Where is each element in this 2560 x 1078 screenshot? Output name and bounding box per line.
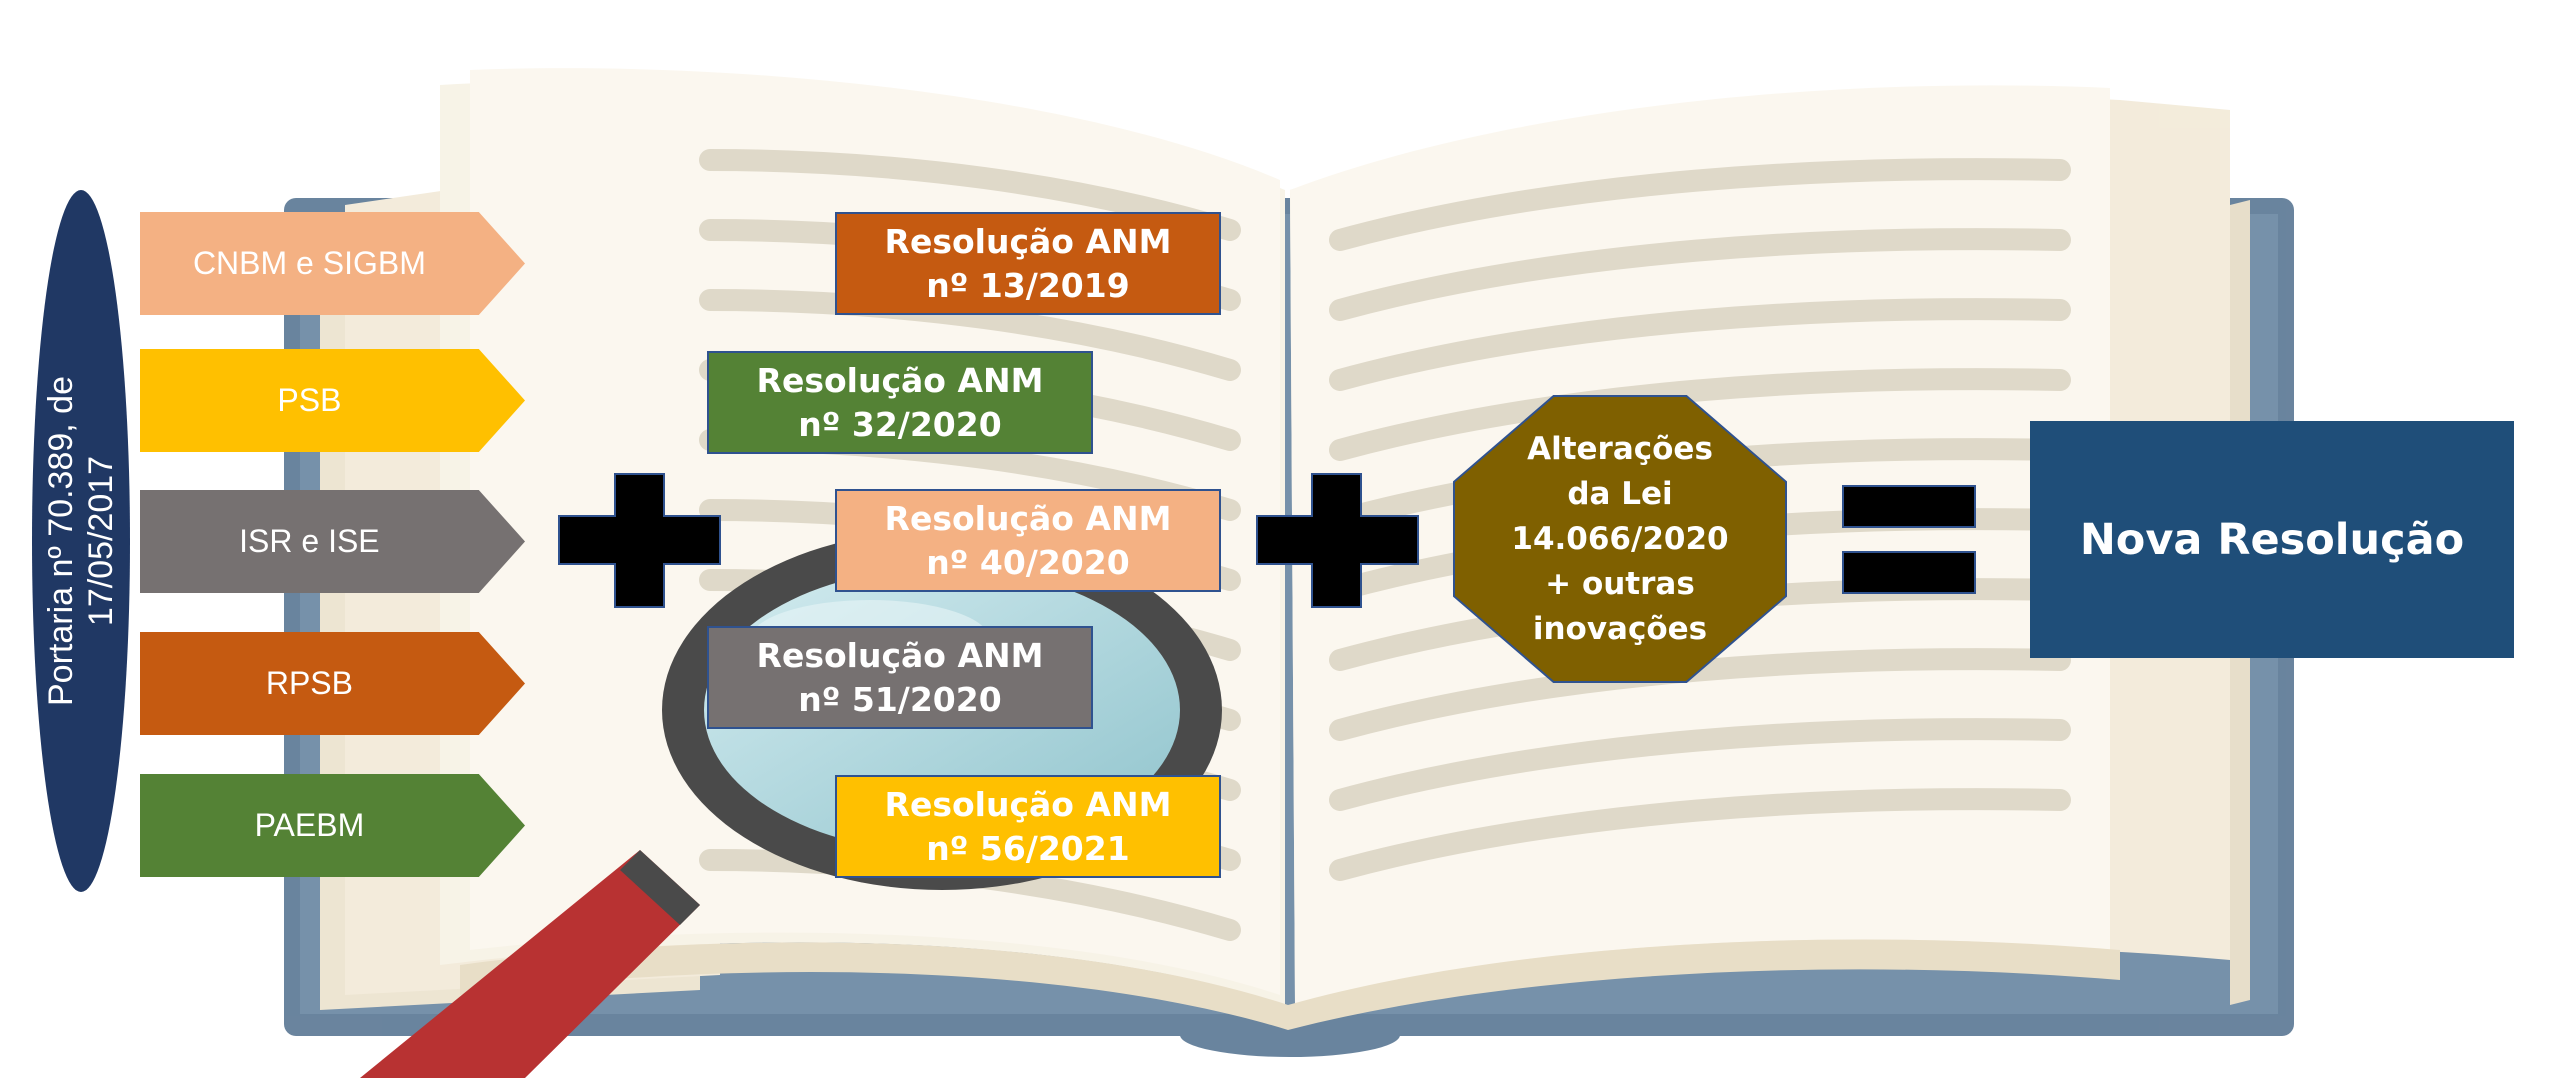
item-label: RPSB [265,665,353,701]
portaria-label: Portaria nº 70.389, de 17/05/2017 [42,376,120,706]
nova-resolucao-label: Nova Resolução [2079,514,2465,565]
item-cnbm-sigbm: CNBM e SIGBM [140,212,525,315]
equals-icon-bottom [1842,551,1976,594]
item-isr-ise: ISR e ISE [140,490,525,593]
portaria-ellipse [32,190,130,892]
item-label: PAEBM [254,807,365,843]
item-label: CNBM e SIGBM [192,245,426,281]
resolucao-40-2020: Resolução ANM nº 40/2020 [835,489,1221,592]
resolucao-32-2020: Resolução ANM nº 32/2020 [707,351,1093,454]
equals-icon-top [1842,485,1976,528]
plus-icon-center [1313,475,1360,606]
resolucao-56-2021: Resolução ANM nº 56/2021 [835,775,1221,878]
lei-octagon-border [1453,395,1787,683]
lei-label: Alterações da Lei 14.066/2020 + outras i… [1511,430,1729,647]
nova-resolucao-box: Nova Resolução [2030,421,2514,658]
item-rpsb: RPSB [140,632,525,735]
plus-icon-center [616,475,663,606]
item-paebm: PAEBM [140,774,525,877]
item-label: ISR e ISE [239,523,380,559]
resolucao-13-2019: Resolução ANM nº 13/2019 [835,212,1221,315]
item-psb: PSB [140,349,525,452]
resolucao-51-2020: Resolução ANM nº 51/2020 [707,626,1093,729]
item-label: PSB [277,382,342,418]
lei-octagon [1455,397,1785,681]
